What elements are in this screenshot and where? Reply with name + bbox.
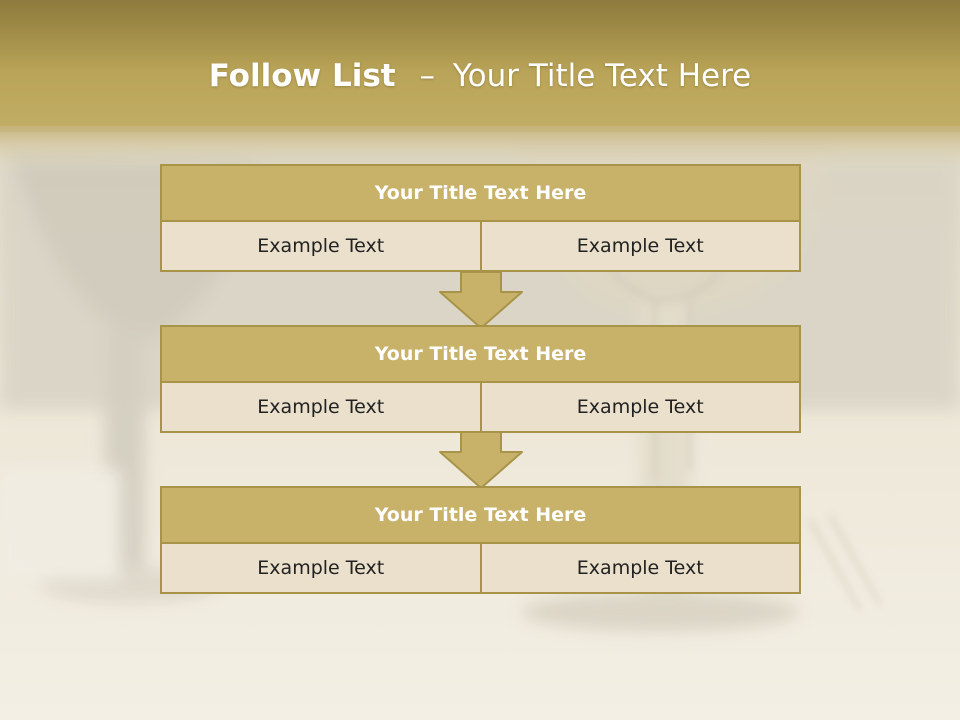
block-cell-right: Example Text bbox=[479, 383, 799, 431]
block-cell-left: Example Text bbox=[162, 544, 480, 592]
title-dash: – bbox=[419, 58, 435, 94]
block-title: Your Title Text Here bbox=[160, 486, 801, 544]
block-cell-right: Example Text bbox=[479, 222, 799, 270]
block-row: Example Text Example Text bbox=[160, 383, 801, 433]
list-block-1: Your Title Text Here Example Text Exampl… bbox=[160, 164, 801, 272]
list-block-3: Your Title Text Here Example Text Exampl… bbox=[160, 486, 801, 594]
block-row: Example Text Example Text bbox=[160, 544, 801, 594]
down-arrow-icon bbox=[439, 432, 523, 489]
slide-title: Follow List – Your Title Text Here bbox=[0, 56, 960, 100]
block-title: Your Title Text Here bbox=[160, 325, 801, 383]
block-cell-right: Example Text bbox=[479, 544, 799, 592]
down-arrow-icon bbox=[439, 272, 523, 329]
list-block-2: Your Title Text Here Example Text Exampl… bbox=[160, 325, 801, 433]
block-title: Your Title Text Here bbox=[160, 164, 801, 222]
title-rest-part: Your Title Text Here bbox=[452, 58, 752, 94]
block-row: Example Text Example Text bbox=[160, 222, 801, 272]
block-cell-left: Example Text bbox=[162, 222, 480, 270]
title-bold-part: Follow List bbox=[208, 58, 396, 94]
block-cell-left: Example Text bbox=[162, 383, 480, 431]
